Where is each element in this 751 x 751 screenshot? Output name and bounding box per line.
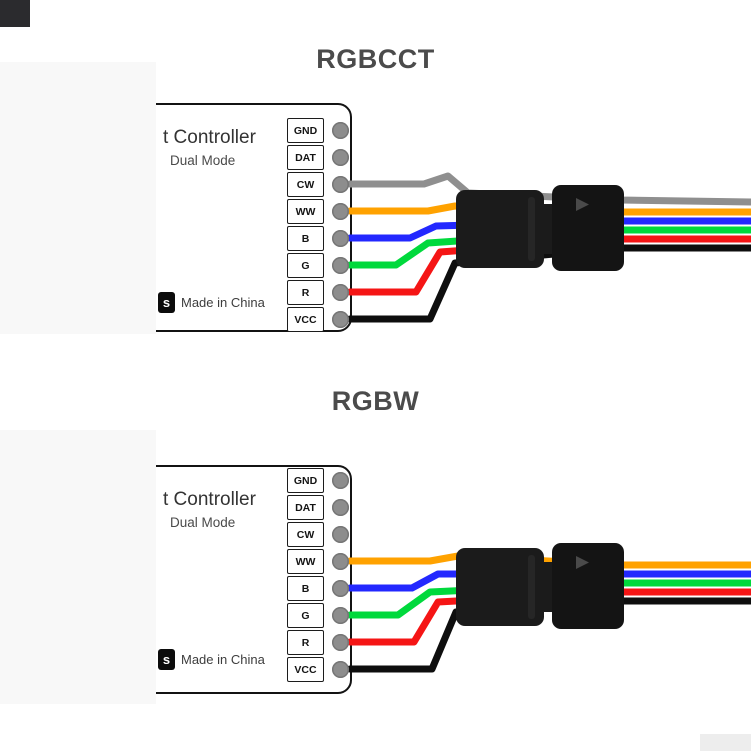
connector-plug-right [552, 543, 624, 629]
corner-background-strip [700, 734, 751, 751]
screw-terminal-circle [332, 203, 349, 220]
terminal-dat-rgbcct: DAT [287, 145, 324, 170]
screw-terminal-circle [332, 257, 349, 274]
terminal-r-rgbw: R [287, 630, 324, 655]
wire-rgbcct-green [346, 226, 751, 269]
background-panel-top [0, 62, 156, 334]
terminal-dat-rgbw: DAT [287, 495, 324, 520]
wire-rgbcct-red [346, 235, 751, 296]
terminal-cw-rgbw: CW [287, 522, 324, 547]
terminal-r-rgbcct: R [287, 280, 324, 305]
screw-terminal-circle [332, 176, 349, 193]
wire-rgbw-green [346, 579, 751, 619]
terminal-gnd-rgbcct: GND [287, 118, 324, 143]
diagram-title-rgbcct: RGBCCT [316, 44, 435, 74]
screw-terminal-circle [332, 634, 349, 651]
wire-rgbcct-black [346, 244, 751, 323]
connector-ridge [528, 197, 535, 261]
arrow-mark-icon [576, 198, 589, 211]
wire-rgbcct-gray [346, 172, 751, 206]
made-in-china-label-rgbw: Made in China [181, 652, 265, 667]
screw-terminal-circle [332, 607, 349, 624]
terminal-b-rgbcct: B [287, 226, 324, 251]
corner-image-fragment [0, 0, 30, 27]
terminal-g-rgbw: G [287, 603, 324, 628]
cable-connector-top [456, 185, 624, 271]
wire-rgbw-red [346, 588, 751, 646]
terminal-gnd-rgbw: GND [287, 468, 324, 493]
screw-terminal-circle [332, 284, 349, 301]
screw-terminal-circle [332, 661, 349, 678]
connector-joint [536, 204, 556, 254]
connector-ridge [528, 555, 535, 619]
screw-terminal-circle [332, 122, 349, 139]
screw-terminal-circle [332, 472, 349, 489]
cable-connector-bottom [456, 543, 624, 629]
terminal-vcc-rgbcct: VCC [287, 307, 324, 332]
arrow-mark-icon [576, 556, 589, 569]
controller-label-rgbw: t Controller [163, 489, 256, 510]
connector-plug-left [456, 548, 544, 626]
screw-terminal-circle [332, 311, 349, 328]
wire-rgbcct-blue [346, 217, 751, 242]
screw-terminal-circle [332, 149, 349, 166]
screw-terminal-circle [332, 580, 349, 597]
wire-rgbcct-orange [346, 202, 751, 216]
terminal-b-rgbw: B [287, 576, 324, 601]
terminal-g-rgbcct: G [287, 253, 324, 278]
screw-terminal-circle [332, 553, 349, 570]
wires-group [346, 172, 751, 673]
connector-joint [536, 562, 556, 612]
certification-badge-rgbw: s [158, 649, 175, 670]
controller-label-rgbcct: t Controller [163, 127, 256, 148]
made-in-china-label-rgbcct: Made in China [181, 295, 265, 310]
screw-terminal-circle [332, 499, 349, 516]
diagram-title-rgbw: RGBW [331, 386, 420, 416]
terminal-ww-rgbcct: WW [287, 199, 324, 224]
certification-badge-rgbcct: s [158, 292, 175, 313]
controller-subtitle-rgbw: Dual Mode [170, 515, 236, 530]
screw-terminal-circle [332, 230, 349, 247]
connector-plug-left [456, 190, 544, 268]
background-panel-bottom [0, 430, 156, 704]
terminal-vcc-rgbw: VCC [287, 657, 324, 682]
terminal-cw-rgbcct: CW [287, 172, 324, 197]
wire-rgbw-blue [346, 570, 751, 592]
terminal-ww-rgbw: WW [287, 549, 324, 574]
screw-terminal-circle [332, 526, 349, 543]
controller-subtitle-rgbcct: Dual Mode [170, 153, 236, 168]
connector-plug-right [552, 185, 624, 271]
